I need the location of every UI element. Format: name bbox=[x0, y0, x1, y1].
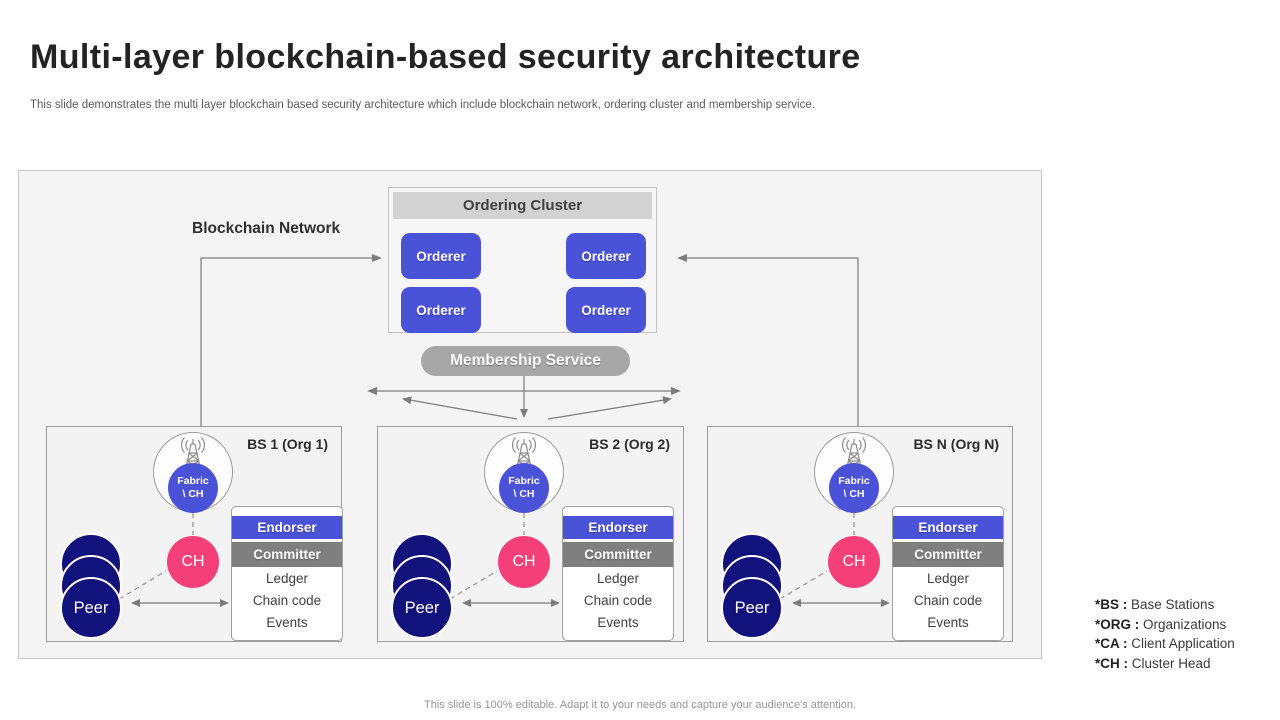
orderer-node: Orderer bbox=[401, 233, 481, 279]
base-station-n-box: BS N (Org N) Fabric \ CH CH Peer Endorse… bbox=[707, 426, 1013, 642]
endorser-row: Endorser bbox=[232, 516, 342, 539]
ledger-row: Ledger bbox=[265, 570, 309, 586]
fabric-ch-node: Fabric \ CH bbox=[168, 463, 218, 513]
committer-row: Committer bbox=[893, 542, 1003, 567]
base-station-2-box: BS 2 (Org 2) Fabric \ CH CH Peer Endorse… bbox=[377, 426, 684, 642]
ordering-cluster-title: Ordering Cluster bbox=[393, 192, 652, 219]
cluster-head-node: CH bbox=[498, 536, 550, 588]
fabric-ch-label: \ CH bbox=[513, 488, 535, 500]
ledger-row: Ledger bbox=[596, 570, 640, 586]
station-label: BS 1 (Org 1) bbox=[247, 436, 328, 452]
fabric-label: Fabric bbox=[177, 475, 209, 488]
chaincode-row: Chain code bbox=[913, 592, 983, 608]
page-subtitle: This slide demonstrates the multi layer … bbox=[30, 99, 815, 111]
cluster-head-node: CH bbox=[167, 536, 219, 588]
events-row: Events bbox=[927, 614, 969, 630]
fabric-ch-node: Fabric \ CH bbox=[499, 463, 549, 513]
orderer-node: Orderer bbox=[566, 287, 646, 333]
antenna-icon bbox=[180, 437, 206, 478]
chaincode-row: Chain code bbox=[252, 592, 322, 608]
station-label: BS 2 (Org 2) bbox=[589, 436, 670, 452]
station-internal-lines bbox=[779, 513, 890, 607]
orderer-node: Orderer bbox=[401, 287, 481, 333]
peer-component-stack: Endorser Committer Ledger Chain code Eve… bbox=[231, 506, 343, 641]
cluster-head-node: CH bbox=[828, 536, 880, 588]
station-internal-lines bbox=[449, 513, 560, 607]
peer-component-stack: Endorser Committer Ledger Chain code Eve… bbox=[562, 506, 674, 641]
legend-item: *BS : Base Stations bbox=[1095, 597, 1215, 612]
legend-item: *ORG : Organizations bbox=[1095, 616, 1227, 632]
antenna-icon bbox=[841, 437, 867, 478]
events-row: Events bbox=[266, 614, 308, 630]
fabric-ch-node: Fabric \ CH bbox=[829, 463, 879, 513]
orderer-node: Orderer bbox=[566, 233, 646, 279]
events-row: Events bbox=[597, 614, 639, 630]
footer-note: This slide is 100% editable. Adapt it to… bbox=[424, 699, 856, 711]
legend-item: *CH : Cluster Head bbox=[1095, 655, 1211, 671]
committer-row: Committer bbox=[232, 542, 342, 567]
station-internal-lines bbox=[118, 513, 229, 607]
ledger-row: Ledger bbox=[926, 570, 970, 586]
committer-row: Committer bbox=[563, 542, 673, 567]
station-label: BS N (Org N) bbox=[913, 436, 999, 452]
legend: *BS : Base Stations *ORG : Organizations… bbox=[1095, 595, 1235, 673]
ordering-cluster-box: Ordering Cluster Orderer Orderer Orderer… bbox=[388, 187, 657, 333]
chaincode-row: Chain code bbox=[583, 592, 653, 608]
peer-node: Peer bbox=[60, 577, 122, 639]
base-station-1-box: BS 1 (Org 1) Fabric \ CH CH Peer Endorse… bbox=[46, 426, 343, 642]
membership-service-node: Membership Service bbox=[421, 346, 630, 376]
fabric-ch-label: \ CH bbox=[182, 488, 204, 500]
endorser-row: Endorser bbox=[893, 516, 1003, 539]
peer-component-stack: Endorser Committer Ledger Chain code Eve… bbox=[892, 506, 1004, 641]
fabric-label: Fabric bbox=[508, 475, 540, 488]
fabric-label: Fabric bbox=[838, 475, 870, 488]
page-title: Multi-layer blockchain-based security ar… bbox=[30, 38, 861, 76]
endorser-row: Endorser bbox=[563, 516, 673, 539]
legend-item: *CA : Client Application bbox=[1095, 636, 1235, 651]
fabric-ch-label: \ CH bbox=[843, 488, 865, 500]
peer-node: Peer bbox=[721, 577, 783, 639]
peer-node: Peer bbox=[391, 577, 453, 639]
blockchain-network-label: Blockchain Network bbox=[192, 220, 341, 237]
